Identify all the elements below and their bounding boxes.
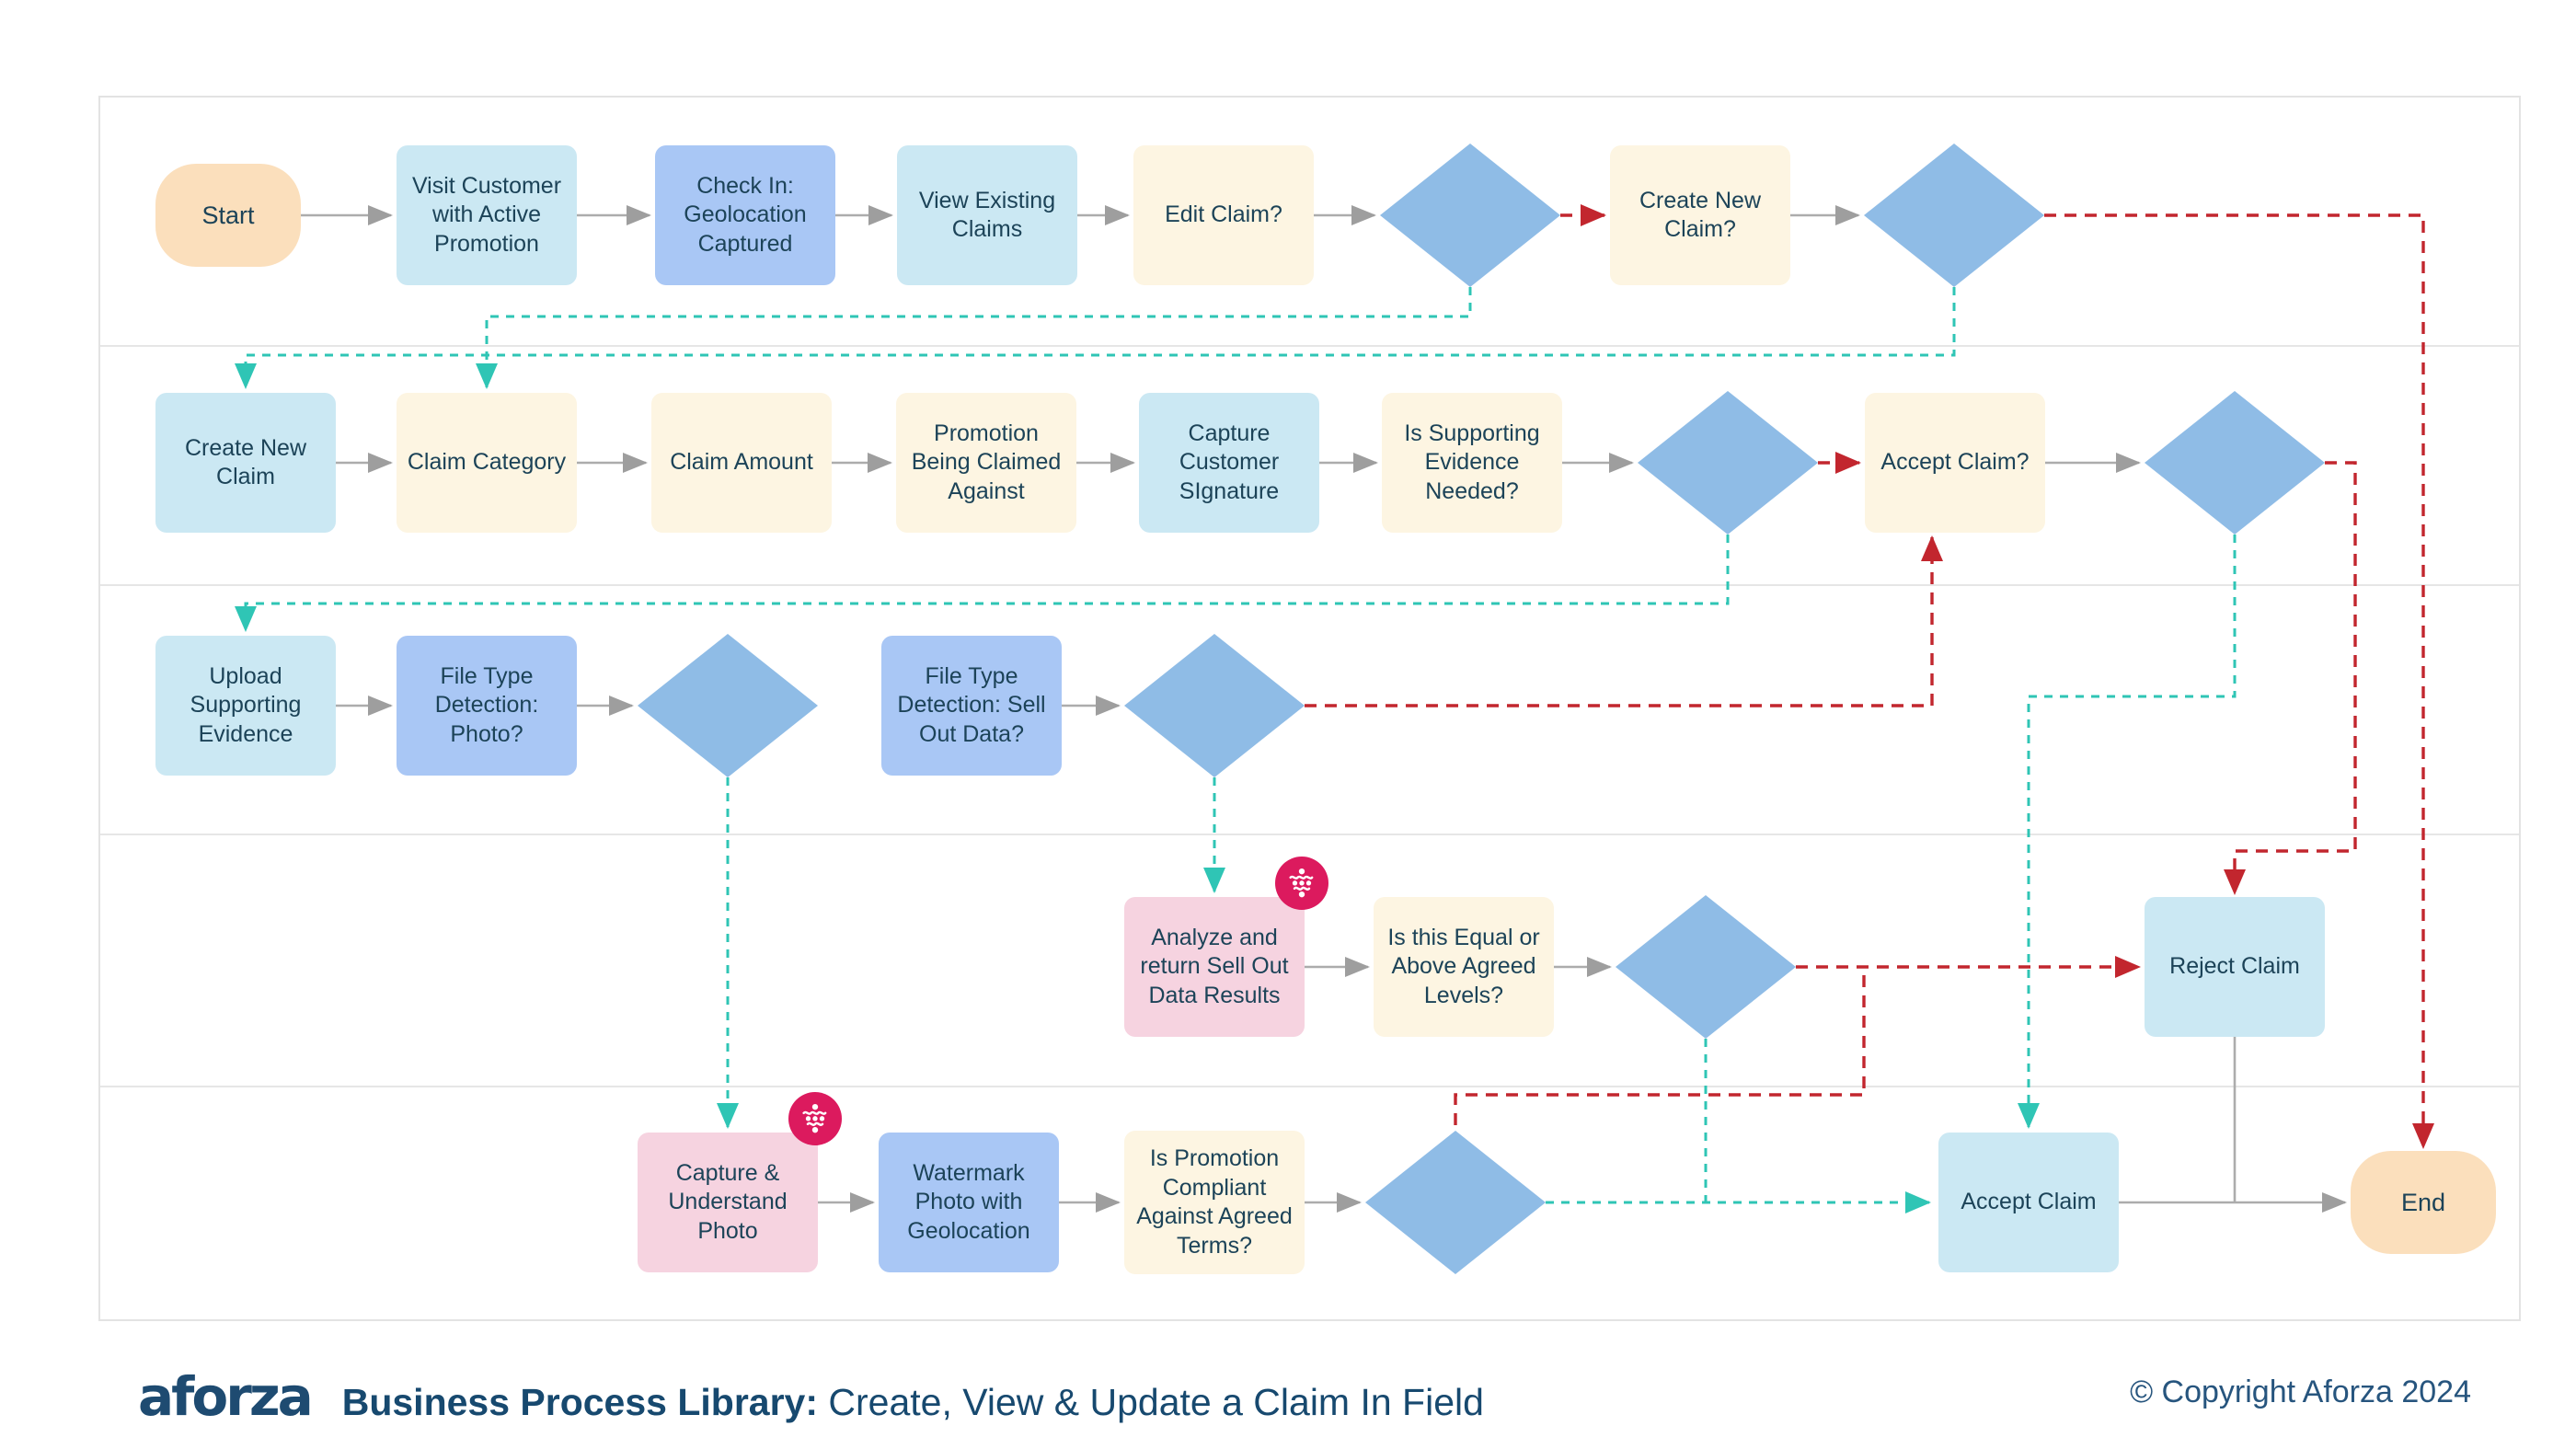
edge-d4-to-rejectclaim: [2224, 461, 2357, 895]
edge-d4-to-acceptclaim: [2018, 535, 2237, 1129]
decision-file-type-sell-out-node: [1124, 634, 1305, 777]
page-title-bold: Business Process Library:: [341, 1381, 819, 1423]
footer: aforza Business Process Library: Create,…: [138, 1365, 2484, 1430]
aforza-logo: aforza: [138, 1365, 314, 1428]
decision-create-new-claim-node: [1864, 144, 2044, 287]
decision-agreed-levels-node: [1616, 895, 1796, 1039]
page-title-regular: Create, View & Update a Claim In Field: [818, 1381, 1484, 1423]
edge-d2-to-end: [2044, 213, 2434, 1149]
copyright-text: © Copyright Aforza 2024: [2130, 1374, 2471, 1409]
edge-d1-to-claimcategory: [476, 287, 1472, 389]
page-title: Business Process Library: Create, View &…: [342, 1381, 1484, 1424]
lane-divider-3: [100, 834, 2519, 835]
decision-edit-claim-node: [1380, 144, 1560, 287]
decision-promotion-compliant-node: [1365, 1131, 1546, 1274]
lane-divider-2: [100, 584, 2519, 586]
edge-d3-to-upload: [235, 535, 1730, 632]
lane-divider-4: [100, 1086, 2519, 1087]
edge-d6-to-acceptq: [1305, 535, 1943, 707]
decision-supporting-evidence-node: [1638, 391, 1818, 535]
lane-divider-1: [100, 345, 2519, 347]
edge-d8-merge-rejectline: [1454, 967, 1866, 1125]
decision-accept-claim-node: [2145, 391, 2325, 535]
decision-file-type-photo-node: [638, 634, 818, 777]
edge-d2-to-createnew: [235, 287, 1956, 389]
